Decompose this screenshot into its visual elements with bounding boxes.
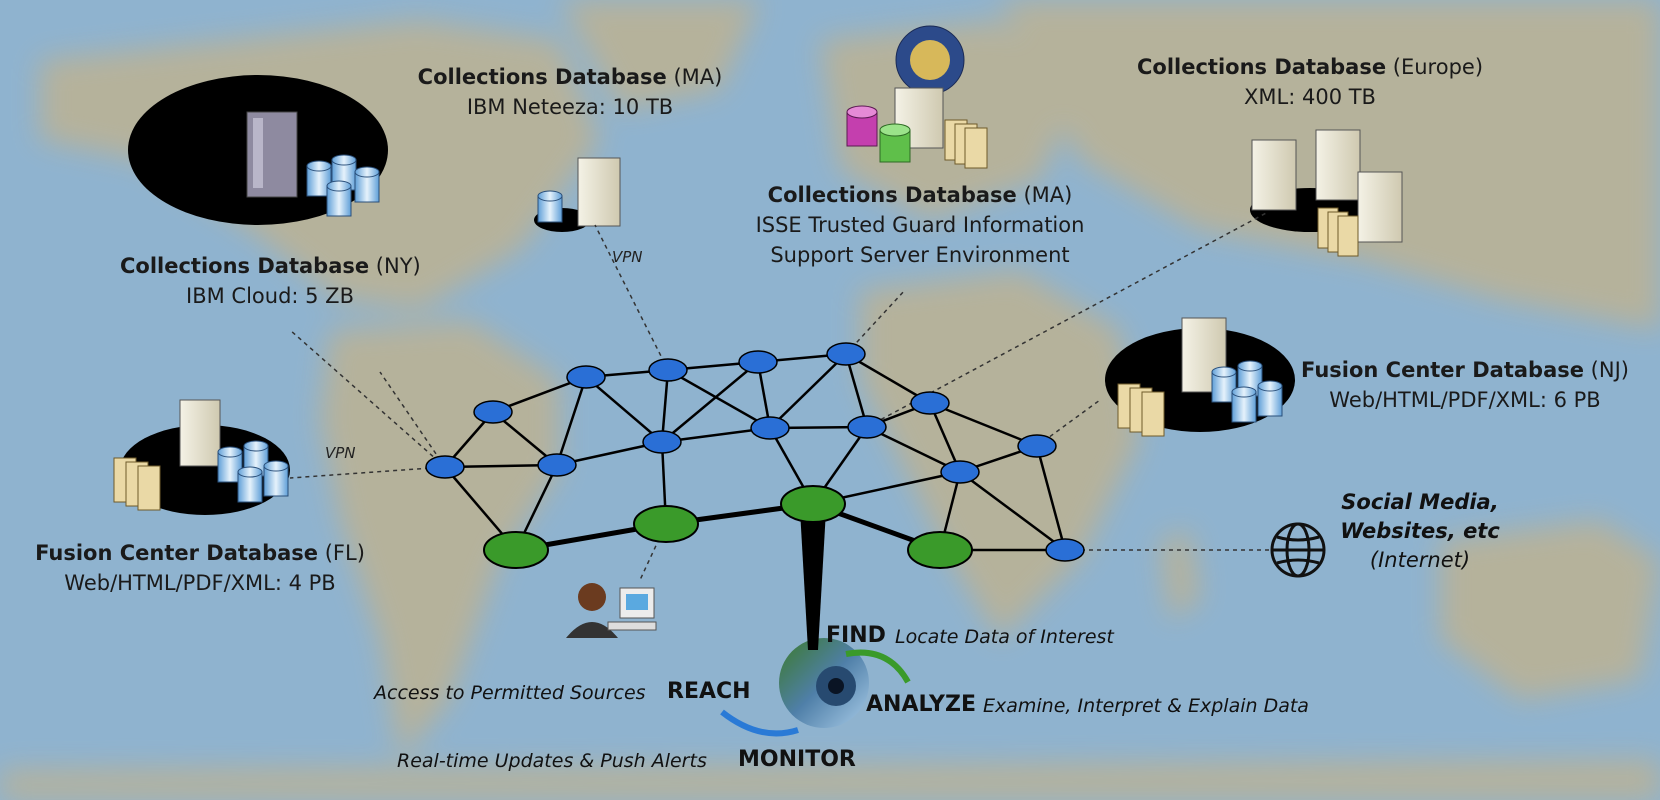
network-edge-18 xyxy=(866,425,961,474)
green-hub-node-g4 xyxy=(907,531,973,569)
eu-server-cluster-icon xyxy=(1250,129,1403,257)
dashed-link-6 xyxy=(289,466,446,479)
monitor-description: Real-time Updates & Push Alerts xyxy=(397,750,707,772)
find-label: FIND xyxy=(826,623,886,648)
blue-node-b10 xyxy=(847,415,887,439)
network-edge-9 xyxy=(660,369,670,443)
funnel-connector xyxy=(800,510,826,650)
network-edge-21 xyxy=(928,402,962,473)
dashed-link-4 xyxy=(866,211,1269,428)
fl-server-cluster-icon xyxy=(113,399,290,515)
globe-icon xyxy=(1270,522,1326,578)
blue-node-b13 xyxy=(1017,434,1057,458)
green-hub-node-g3 xyxy=(780,485,846,523)
blue-node-b2 xyxy=(473,400,513,424)
blue-node-b4 xyxy=(566,365,606,389)
dashed-link-2 xyxy=(594,224,669,371)
eye-circuit-icon xyxy=(720,638,911,737)
blue-node-b11 xyxy=(910,391,950,415)
db-label-nj: Fusion Center Database (NJ) Web/HTML/PDF… xyxy=(1301,358,1629,412)
vpn-label-fl: VPN xyxy=(325,444,356,462)
ny-server-cluster-icon xyxy=(128,75,388,225)
reach-description: Access to Permitted Sources xyxy=(374,682,646,704)
green-hub-node-g1 xyxy=(483,531,549,569)
db-label-fl: Fusion Center Database (FL) Web/HTML/PDF… xyxy=(35,541,365,595)
nj-server-cluster-icon xyxy=(1105,317,1295,437)
blue-node-b3 xyxy=(537,453,577,477)
dashed-link-3 xyxy=(845,289,906,355)
find-description: Locate Data of Interest xyxy=(895,626,1114,648)
blue-node-b8 xyxy=(750,416,790,440)
network-edge-20 xyxy=(929,401,1038,448)
db-label-ma1: Collections Database (MA) IBM Neteeza: 1… xyxy=(417,65,723,119)
db-label-eu: Collections Database (Europe) XML: 400 T… xyxy=(1136,55,1484,109)
network-edge-6 xyxy=(555,376,588,466)
blue-node-b12 xyxy=(940,460,980,484)
ma1-server-icon xyxy=(534,157,621,232)
network-edge-16 xyxy=(844,353,869,428)
vpn-label-ma: VPN xyxy=(612,248,643,266)
network-edge-14 xyxy=(769,353,847,429)
analyst-user-icon xyxy=(566,583,657,638)
blue-node-b6 xyxy=(642,430,682,454)
network-edge-7 xyxy=(585,376,663,443)
ma2-server-icon xyxy=(846,25,988,169)
blue-node-b7 xyxy=(738,350,778,374)
monitor-label: MONITOR xyxy=(738,747,856,772)
analyze-description: Examine, Interpret & Explain Data xyxy=(983,695,1309,717)
network-edge-10 xyxy=(667,368,771,430)
blue-node-b14 xyxy=(1045,538,1085,562)
dashed-link-0 xyxy=(289,329,446,468)
network-edge-12 xyxy=(661,361,759,443)
blue-node-b5 xyxy=(648,358,688,382)
analyze-label: ANALYZE xyxy=(866,692,976,717)
network-edge-26 xyxy=(959,470,1066,552)
network-edge-25 xyxy=(1035,445,1067,551)
blue-node-b1 xyxy=(425,455,465,479)
reach-label: REACH xyxy=(667,679,751,704)
dashed-link-1 xyxy=(379,371,446,468)
blue-node-b9 xyxy=(826,342,866,366)
db-label-ma2: Collections Database (MA) ISSE Trusted G… xyxy=(755,183,1085,267)
db-label-ny: Collections Database (NY) IBM Cloud: 5 Z… xyxy=(120,254,421,308)
dashed-link-5 xyxy=(1036,399,1101,447)
green-hub-node-g2 xyxy=(633,505,699,543)
internet-label: Social Media, Websites, etc (Internet) xyxy=(1340,490,1500,572)
